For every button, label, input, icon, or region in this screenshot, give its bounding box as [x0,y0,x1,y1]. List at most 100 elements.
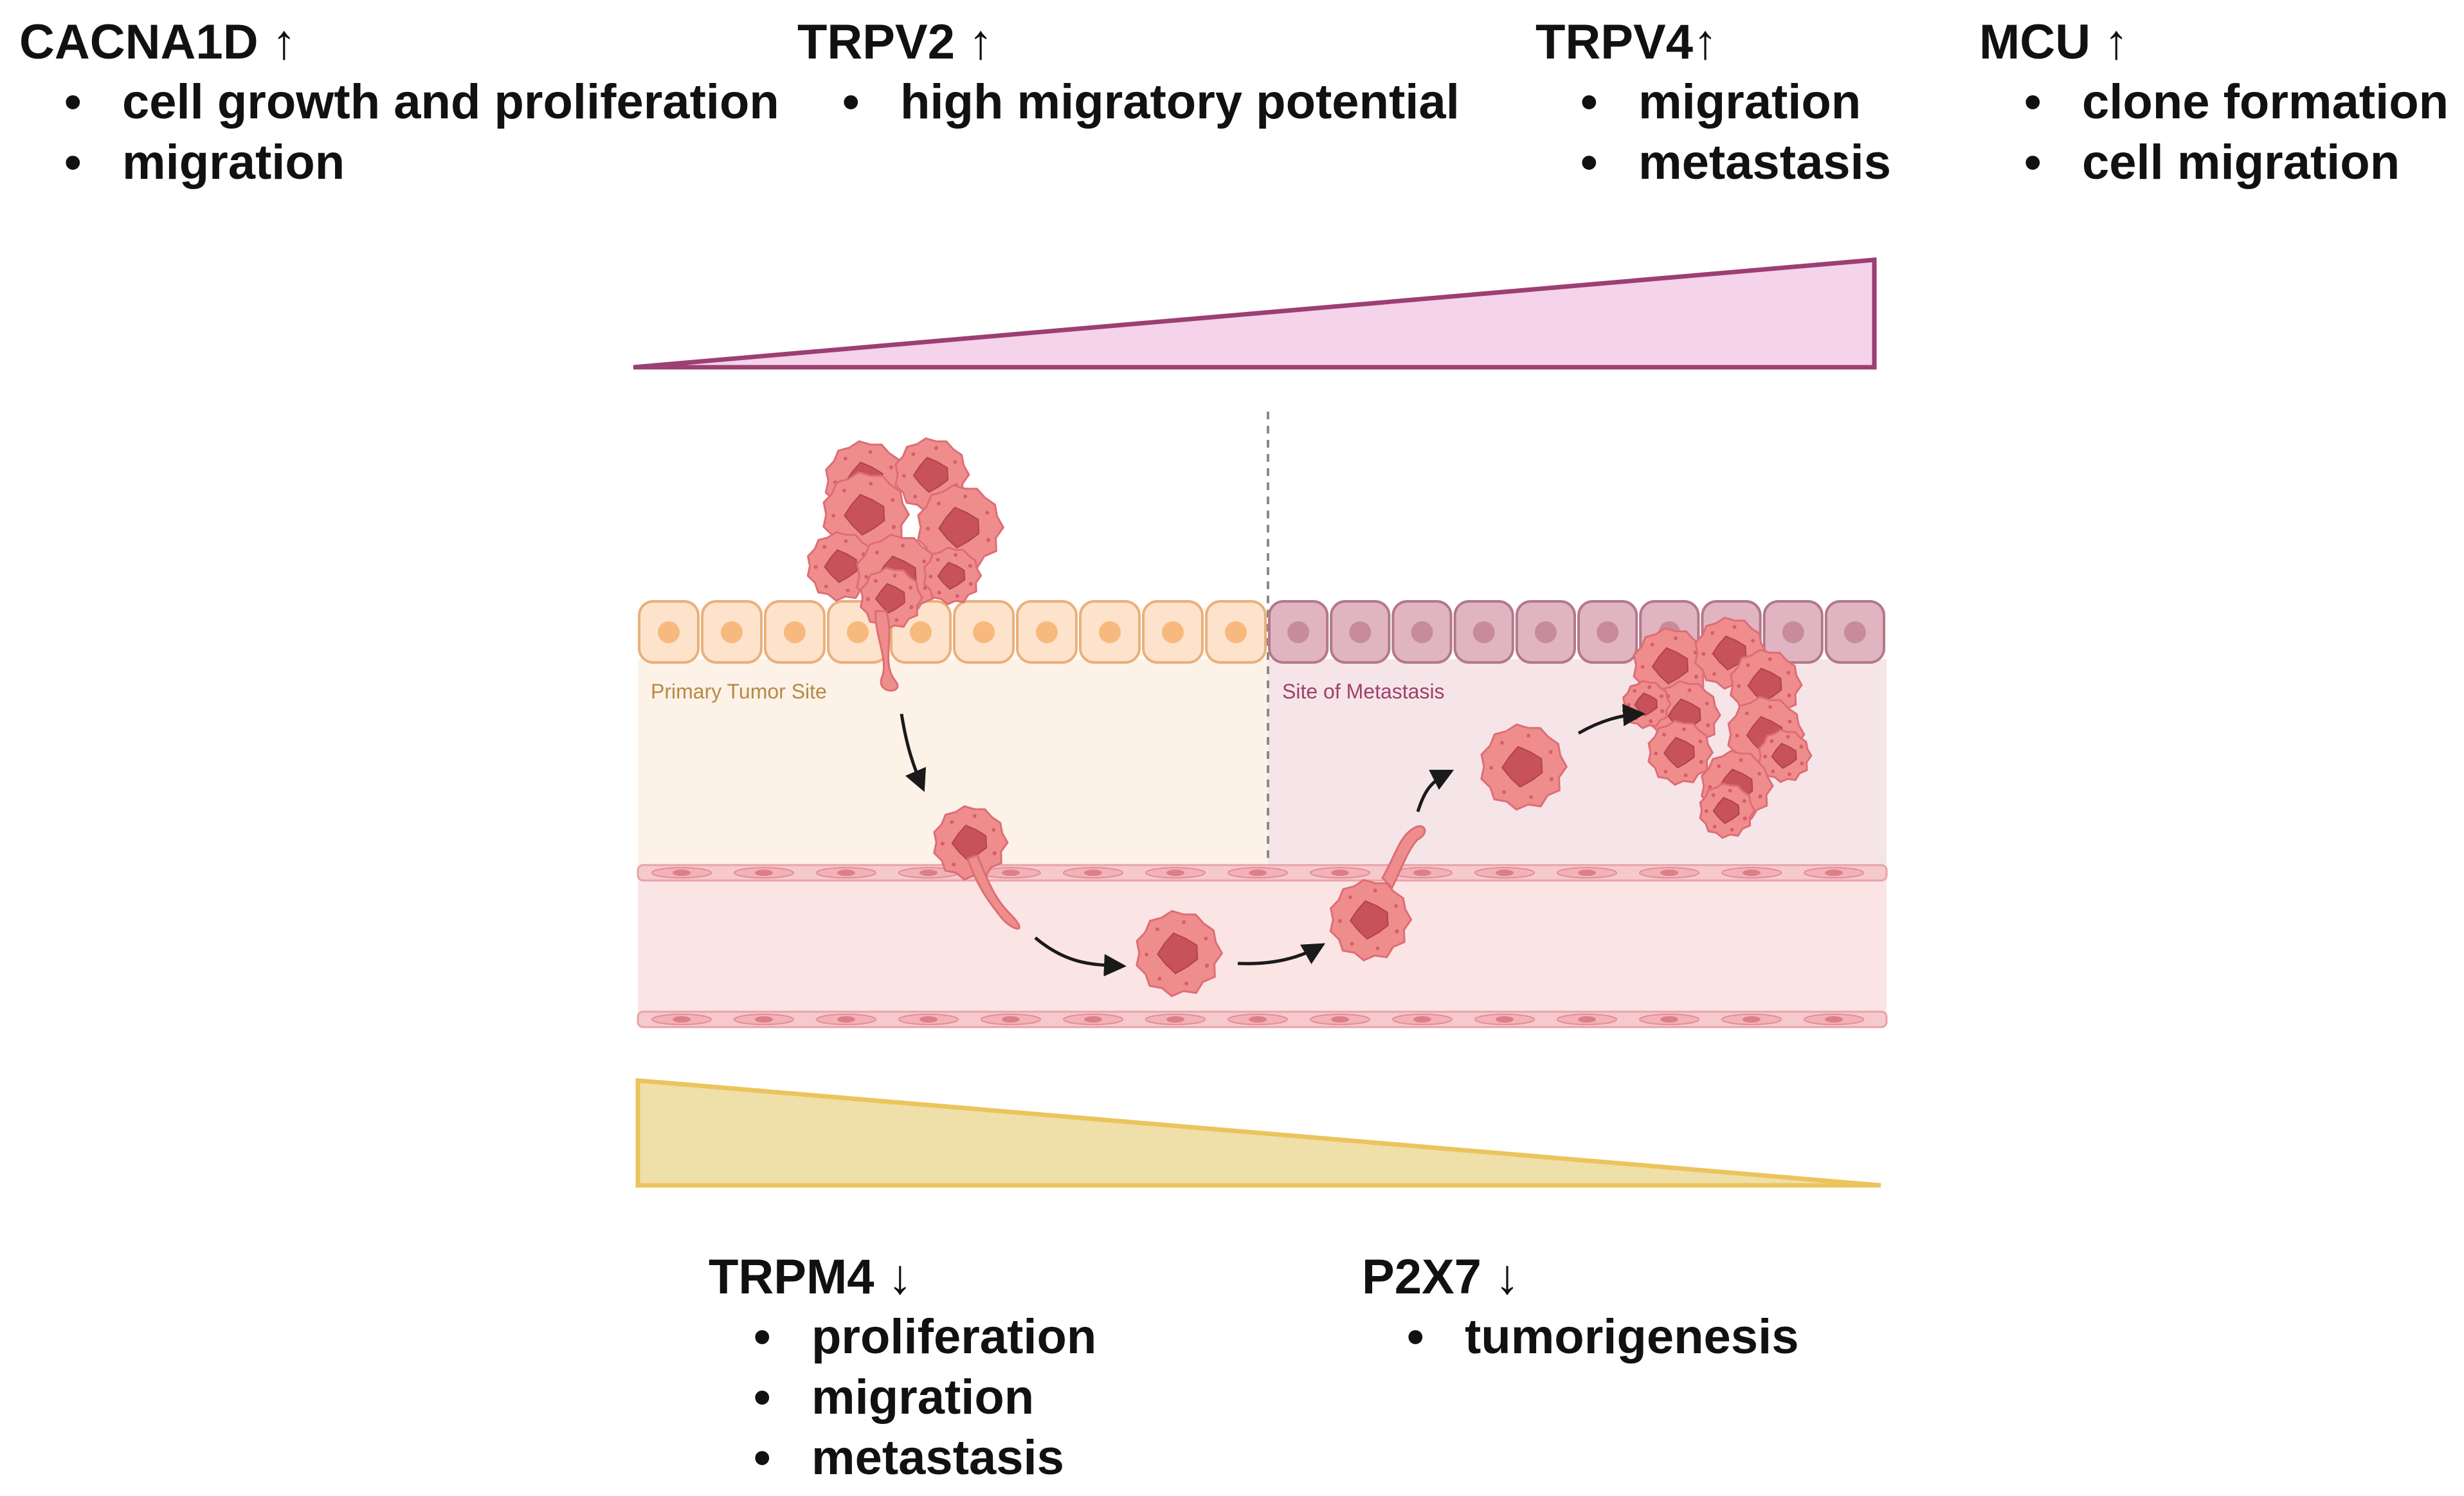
epithelial-nucleus [1225,621,1247,643]
arrow-circulation [1034,936,1127,977]
epithelial-nucleus [1597,621,1619,643]
endothelial-nucleus [1825,870,1843,876]
tumor-nucleus [1712,796,1740,825]
vessel-wall-top [637,864,1888,882]
effect-list-trpv2: high migratory potential [797,72,1460,132]
intravasating-tail [966,854,1020,930]
endothelial-nucleus [1331,1016,1349,1023]
tumor-nucleus [938,506,980,549]
metastasis-epithelium [1268,600,1886,664]
effect-list-trpv4: migration metastasis [1535,72,1891,193]
epithelial-nucleus [1843,621,1866,643]
circulating-cell [1136,909,1224,998]
endothelial-nucleus [919,870,938,876]
epithelial-nucleus [973,621,995,643]
metastasis-site-label: Site of Metastasis [1282,680,1445,703]
tumor-nucleus [874,583,905,614]
endothelial-nucleus [1002,870,1020,876]
effect-item: metastasis [1535,132,1891,193]
tumor-cell [1699,782,1756,839]
epithelial-nucleus [658,621,680,643]
vessel-wall-bottom [637,1010,1888,1028]
endothelial-nucleus [1825,1016,1843,1023]
endothelial-nucleus [1578,1016,1596,1023]
endothelial-nucleus [919,1016,938,1023]
epithelial-nucleus [1162,621,1184,643]
tumor-nucleus [1663,736,1695,769]
gene-title-p2x7: P2X7 ↓ [1362,1250,1520,1304]
tumor-nucleus [1501,745,1543,788]
blood-vessel [638,868,1887,1023]
extravasating-cell [1329,879,1413,962]
primary-epithelium [638,600,1267,664]
tumor-cell [1647,720,1714,786]
gene-block-cacna1d: CACNA1D ↑ cell growth and proliferation … [19,13,779,193]
extravasating-tail [1381,825,1426,889]
epithelial-nucleus [847,621,869,643]
endothelial-nucleus [1496,1016,1514,1023]
effect-item: metastasis [709,1428,1096,1488]
endothelial-nucleus [1331,870,1349,876]
gene-block-p2x7: P2X7 ↓ tumorigenesis [1362,1248,1798,1367]
epithelial-nucleus [1782,621,1804,643]
gene-block-mcu: MCU ↑ clone formation cell migration [1979,13,2449,193]
endothelial-nucleus [673,870,691,876]
gene-block-trpv4: TRPV4↑ migration metastasis [1535,13,1891,193]
decrease-wedge [635,1078,1881,1188]
primary-site-label: Primary Tumor Site [651,680,827,703]
endothelial-nucleus [1249,870,1267,876]
endothelial-nucleus [1166,1016,1184,1023]
endothelial-nucleus [1249,1016,1267,1023]
effect-item: migration [709,1367,1096,1428]
tumor-nucleus [1157,932,1199,974]
effect-item: cell migration [1979,132,2449,193]
effect-item: migration [19,132,779,193]
epithelial-nucleus [910,621,932,643]
tumor-cell [917,484,1005,572]
epithelial-nucleus [784,621,806,643]
tumor-nucleus [1712,635,1747,671]
epithelial-nucleus [1287,621,1310,643]
endothelial-nucleus [1743,1016,1761,1023]
tumor-cell [1136,909,1224,998]
epithelial-nucleus [1349,621,1372,643]
effect-list-cacna1d: cell growth and proliferation migration [19,72,779,193]
metastatic-cluster [1622,616,1813,839]
gene-title-trpv2: TRPV2 ↑ [797,15,993,69]
epithelial-nucleus [1099,621,1121,643]
effect-list-p2x7: tumorigenesis [1362,1307,1798,1367]
effect-item: proliferation [709,1307,1096,1367]
effect-list-trpm4: proliferation migration metastasis [709,1307,1096,1488]
effect-item: cell growth and proliferation [19,72,779,132]
endothelial-nucleus [837,1016,855,1023]
gene-block-trpm4: TRPM4 ↓ proliferation migration metastas… [709,1248,1096,1488]
endothelial-nucleus [673,1016,691,1023]
endothelial-nucleus [1002,1016,1020,1023]
tumor-cell [933,805,1009,881]
endothelial-nucleus [1578,870,1596,876]
seeding-cell [1480,723,1568,811]
endothelial-nucleus [1660,1016,1678,1023]
effect-item: clone formation [1979,72,2449,132]
gene-title-cacna1d: CACNA1D ↑ [19,15,296,69]
endothelial-nucleus [755,870,773,876]
gene-block-trpv2: TRPV2 ↑ high migratory potential [797,13,1460,132]
arrow-seeding [1416,769,1454,812]
effect-item: tumorigenesis [1362,1307,1798,1367]
primary-tumor-cluster [806,437,1005,631]
endothelial-nucleus [1084,870,1102,876]
epithelial-nucleus [1036,621,1058,643]
tumor-nucleus [912,457,949,493]
effect-item: high migratory potential [797,72,1460,132]
epithelial-nucleus [1411,621,1433,643]
endothelial-nucleus [1496,870,1514,876]
epithelial-nucleus [1472,621,1495,643]
tumor-nucleus [937,561,966,590]
gene-title-trpm4: TRPM4 ↓ [709,1250,912,1304]
gene-title-mcu: MCU ↑ [1979,15,2129,69]
tumor-cell [923,546,983,606]
increase-wedge [633,257,1877,370]
endothelial-nucleus [1413,870,1431,876]
tumor-nucleus [824,549,858,583]
